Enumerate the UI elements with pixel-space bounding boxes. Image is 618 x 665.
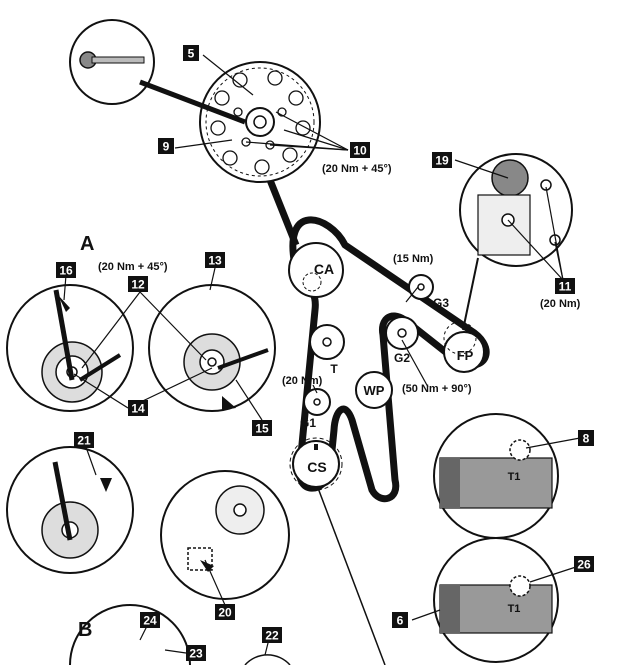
camshaft-sprocket-detail <box>199 61 321 183</box>
callout-13: 13 <box>205 252 225 268</box>
water-pump-pulley: WP <box>355 371 393 409</box>
crank-inset-left <box>6 446 134 574</box>
crankshaft-pulley: CS <box>289 437 343 491</box>
callout-number: 8 <box>583 432 590 446</box>
torque-tensioner: (20 Nm + 45°) <box>98 261 168 273</box>
callout-number: 26 <box>577 558 591 572</box>
callout-number: 22 <box>265 629 279 643</box>
torque-g3: (15 Nm) <box>393 253 434 265</box>
callout-box <box>252 420 272 436</box>
callout-number: 11 <box>559 280 572 294</box>
tensioner-pulley: T <box>309 324 345 376</box>
callout-number: 13 <box>208 254 222 268</box>
g1-label: G1 <box>300 416 316 430</box>
idler-pulley-g3: G3 <box>408 274 449 310</box>
callout-5: 5 <box>183 45 199 61</box>
callout-box <box>392 612 408 628</box>
camshaft-pulley: CA <box>288 242 344 298</box>
callout-box <box>186 645 206 661</box>
tensioner-inset-left <box>6 284 134 412</box>
callout-box <box>555 278 575 294</box>
callout-number: 19 <box>435 154 449 168</box>
lower-partial-insets <box>69 604 291 665</box>
callout-box <box>183 45 199 61</box>
callout-21: 21 <box>74 432 94 448</box>
callout-26: 26 <box>574 556 594 572</box>
callout-number: 15 <box>255 422 269 436</box>
callout-box <box>128 276 148 292</box>
callout-box <box>74 432 94 448</box>
torque-g2: (50 Nm + 90°) <box>402 383 472 395</box>
callout-box <box>432 152 452 168</box>
camshaft-label: CA <box>314 261 334 277</box>
callout-box <box>158 138 174 154</box>
t1-lower-label: T1 <box>508 603 521 615</box>
callout-23: 23 <box>186 645 206 661</box>
t1-upper-label: T1 <box>508 471 521 483</box>
callout-number: 12 <box>131 278 145 292</box>
idler-pulley-g2: G2 <box>385 316 419 365</box>
callout-14: 14 <box>128 400 148 416</box>
torque-cam-bolts: (20 Nm + 45°) <box>322 163 392 175</box>
callout-number: 21 <box>77 434 91 448</box>
callout-number: 9 <box>163 140 170 154</box>
idler-pulley-g1: G1 <box>300 388 331 430</box>
callout-15: 15 <box>252 420 272 436</box>
callout-number: 6 <box>397 614 404 628</box>
g2-label: G2 <box>394 351 410 365</box>
callout-box <box>128 400 148 416</box>
callout-box <box>574 556 594 572</box>
section-b-label: B <box>78 619 92 641</box>
callout-10: 10 <box>350 142 370 158</box>
section-a-label: A <box>80 233 94 255</box>
callout-box <box>350 142 370 158</box>
callout-24: 24 <box>140 612 160 628</box>
callout-number: 16 <box>59 264 73 278</box>
torque-g1: (20 Nm) <box>282 375 323 387</box>
tensioner-label: T <box>330 362 338 376</box>
callout-6: 6 <box>392 612 408 628</box>
callout-9: 9 <box>158 138 174 154</box>
locking-pin-inset <box>69 19 246 125</box>
tdc-inset-upper: T1 <box>433 413 559 539</box>
crank-inset-right <box>160 470 290 600</box>
callout-11: 11 <box>555 278 575 294</box>
fuel-pump-label: FP <box>457 348 474 363</box>
tdc-inset-lower: T1 <box>433 537 559 663</box>
fuel-pump-inset <box>459 153 573 331</box>
water-pump-label: WP <box>364 383 385 398</box>
fuel-pump-pulley: FP <box>443 321 485 373</box>
callout-box <box>140 612 160 628</box>
crankshaft-label: CS <box>307 459 326 475</box>
callout-19: 19 <box>432 152 452 168</box>
callout-20: 20 <box>215 604 235 620</box>
callout-boxes: 5 9 10 19 11 16 12 13 14 15 21 8 26 20 6 24 23 22 <box>56 45 594 661</box>
torque-fuel-pump: (20 Nm) <box>540 298 581 310</box>
g3-label: G3 <box>433 296 449 310</box>
callout-16: 16 <box>56 262 76 278</box>
callout-8: 8 <box>578 430 594 446</box>
callout-number: 23 <box>189 647 203 661</box>
callout-number: 20 <box>218 606 232 620</box>
callout-box <box>56 262 76 278</box>
tensioner-inset-right <box>148 284 276 412</box>
callout-number: 10 <box>353 144 367 158</box>
callout-number: 14 <box>131 402 145 416</box>
callout-box <box>262 627 282 643</box>
callout-box <box>215 604 235 620</box>
callout-22: 22 <box>262 627 282 643</box>
callout-box <box>205 252 225 268</box>
callout-number: 5 <box>188 47 195 61</box>
callout-box <box>578 430 594 446</box>
callout-number: 24 <box>143 614 157 628</box>
callout-12: 12 <box>128 276 148 292</box>
